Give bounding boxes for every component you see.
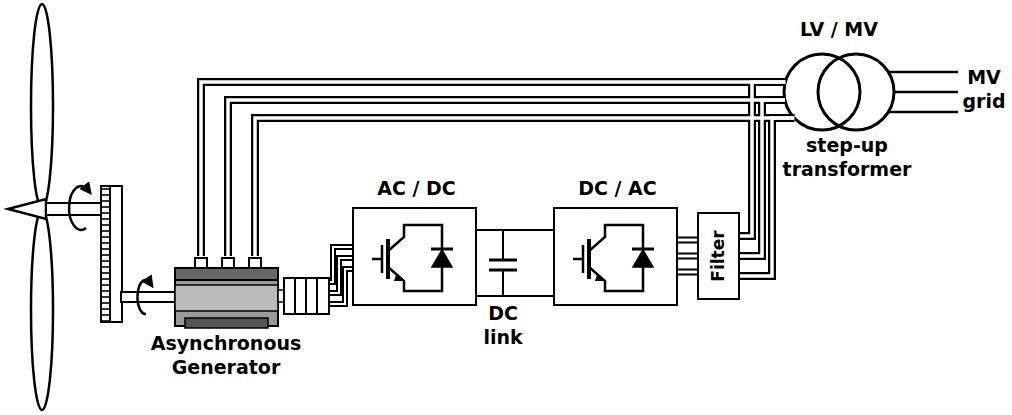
- wire-core: [228, 100, 785, 256]
- main-shaft: [46, 186, 102, 230]
- wire-core: [330, 258, 352, 293]
- rotor-blades: [31, 210, 53, 410]
- node-sublabel: step-up transformer: [772, 134, 922, 182]
- node-label: Filter: [708, 230, 729, 281]
- generator-symbol: [284, 278, 329, 314]
- capacitor-symbol: [489, 269, 517, 272]
- generator-symbol: [222, 258, 234, 268]
- gearbox: [101, 186, 122, 322]
- rotor-blades: [8, 199, 46, 219]
- wire-core: [740, 100, 785, 256]
- wire-core: [740, 118, 794, 276]
- generator-symbol: [294, 278, 296, 314]
- wire: [330, 269, 352, 304]
- wire-core: [678, 255, 697, 258]
- capacitor-symbol: [502, 230, 504, 260]
- generator-symbol: [195, 258, 207, 268]
- transformer: LV / MVstep-up transformer: [784, 54, 894, 130]
- generator-symbol: [175, 258, 329, 328]
- capacitor-symbol: [486, 230, 520, 296]
- wire-core: [678, 271, 697, 274]
- generator-symbol: [278, 290, 284, 302]
- capacitor-symbol: [502, 270, 504, 296]
- wire: [330, 258, 352, 293]
- generator-symbol: [185, 318, 268, 328]
- wire: [740, 100, 785, 256]
- generator-symbol: [175, 285, 278, 311]
- node-label: DC / AC: [535, 177, 700, 201]
- wire: [740, 82, 785, 236]
- wire: [330, 247, 352, 282]
- igbt-symbol: [573, 225, 654, 291]
- grid-lines: [888, 111, 958, 114]
- wire-core: [740, 82, 785, 236]
- wire: [678, 269, 697, 276]
- wire-core: [330, 247, 352, 282]
- wire: [740, 118, 794, 276]
- transformer-windings: [784, 54, 860, 130]
- grid-lines: [888, 72, 958, 112]
- transformer-windings: [818, 54, 894, 130]
- wire: [477, 229, 553, 231]
- wire: [678, 237, 697, 244]
- generator-symbol: [175, 268, 278, 280]
- generator-shaft: [121, 292, 177, 302]
- rotor-blades: [31, 4, 53, 208]
- converter-box: DC / AC: [553, 207, 678, 306]
- capacitor-symbol: [489, 259, 517, 262]
- wire: [228, 100, 785, 256]
- generator-symbol: [305, 278, 307, 314]
- transformer-windings: [784, 54, 894, 130]
- generator-symbol: [175, 268, 278, 326]
- wire-core: [330, 269, 352, 304]
- generator-shaft: [137, 280, 150, 314]
- grid-lines: [894, 91, 958, 94]
- igbt-symbol: [372, 225, 453, 291]
- node-label: AC / DC: [334, 177, 499, 201]
- generator-symbol: [249, 258, 261, 268]
- wire-core: [678, 239, 697, 242]
- wire: [477, 295, 553, 297]
- igbt-symbol: [372, 225, 654, 291]
- annotation-label: DC link: [476, 302, 530, 350]
- capacitor-symbol: [486, 252, 520, 276]
- generator-symbol: [316, 278, 318, 314]
- generator-shaft: [121, 280, 177, 314]
- main-shaft: [69, 186, 88, 230]
- node-label: Asynchronous Generator: [126, 332, 326, 380]
- wire: [678, 253, 697, 260]
- gearbox: [110, 186, 122, 322]
- converter-box: AC / DC: [352, 207, 477, 306]
- gearbox: [101, 186, 122, 322]
- rotor-blades: [8, 4, 53, 410]
- filter-box: Filter: [697, 212, 740, 300]
- annotation-label: MV grid: [958, 66, 1010, 114]
- generator: Asynchronous Generator: [175, 256, 330, 328]
- main-shaft: [46, 203, 102, 215]
- node-label: LV / MV: [764, 18, 914, 42]
- grid-lines: [888, 71, 958, 74]
